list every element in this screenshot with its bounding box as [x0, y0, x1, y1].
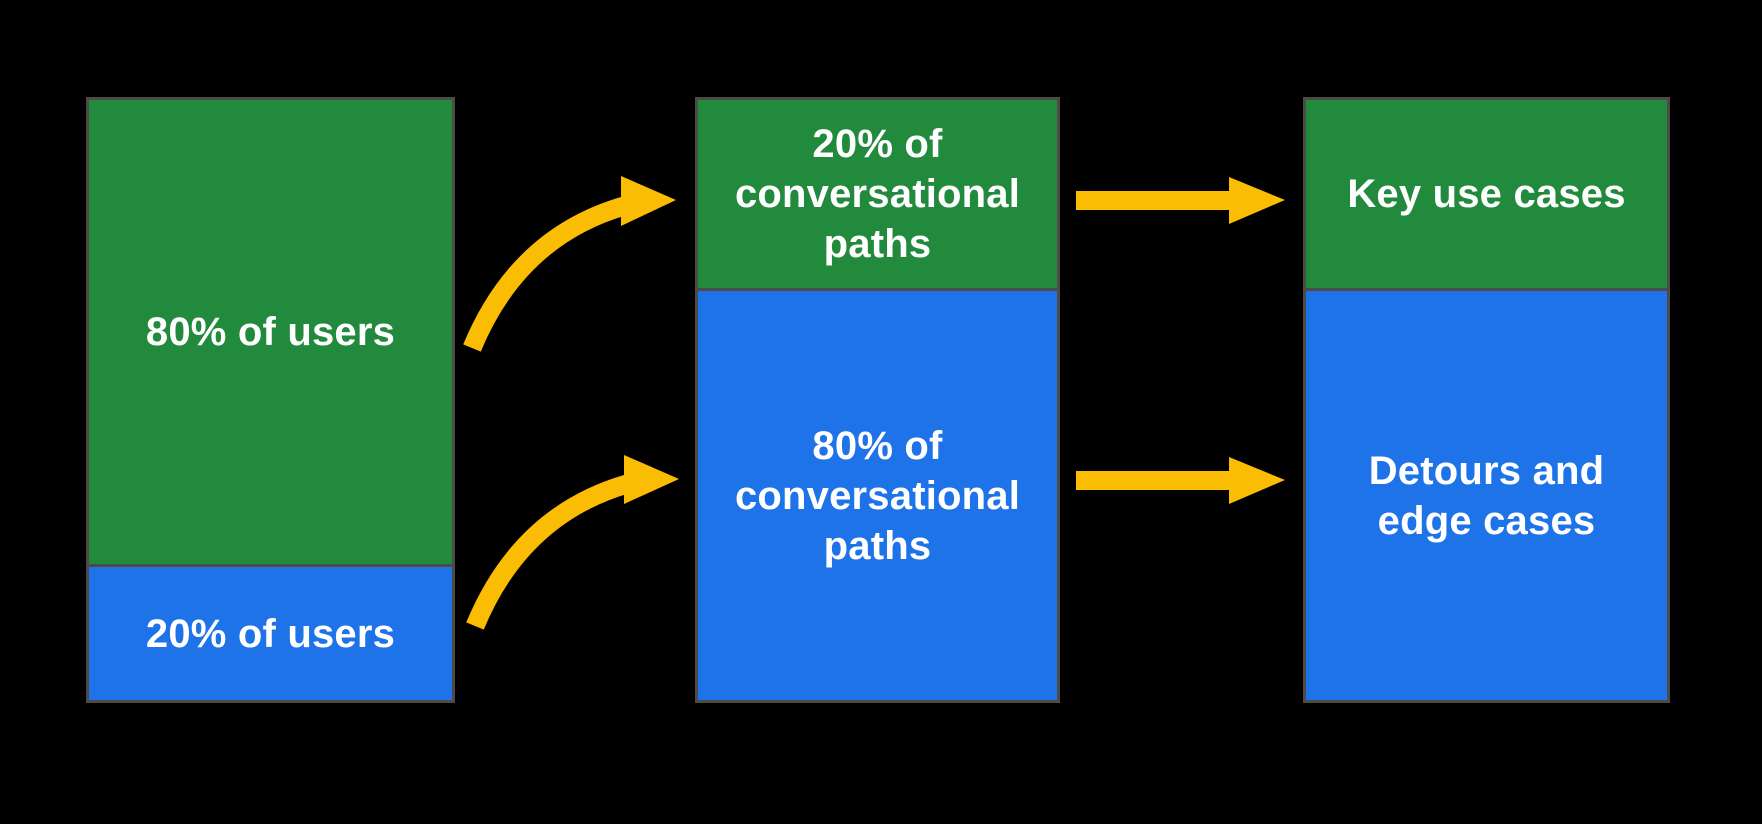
straight-arrow-top-head — [1229, 177, 1285, 224]
segment-detours-edge-cases-label: Detours and edge cases — [1368, 448, 1605, 543]
segment-key-use-cases-label: Key use cases — [1347, 172, 1626, 216]
straight-arrow-top-shaft — [1076, 191, 1229, 210]
curved-arrow-top-head — [621, 176, 676, 226]
segment-paths-minority: 20% of conversational paths — [695, 97, 1060, 291]
segment-users-majority: 80% of users — [86, 97, 455, 567]
segment-users-minority: 20% of users — [86, 564, 455, 703]
segment-detours-edge-cases: Detours and edge cases — [1303, 288, 1670, 703]
straight-arrow-bottom — [1076, 457, 1285, 504]
straight-arrow-bottom-head — [1229, 457, 1285, 504]
straight-arrow-top — [1076, 177, 1285, 224]
curved-arrow-bottom-head — [624, 455, 679, 504]
straight-arrow-bottom-shaft — [1076, 471, 1229, 490]
curved-arrow-bottom-shaft — [466, 474, 630, 630]
curved-arrow-bottom — [466, 455, 679, 630]
column-users: 80% of users 20% of users — [86, 97, 455, 703]
curved-arrow-top — [463, 176, 676, 352]
segment-paths-minority-label: 20% of conversational paths — [734, 122, 1021, 266]
column-conversational-paths: 20% of conversational paths 80% of conve… — [695, 97, 1060, 703]
segment-paths-majority-label: 80% of conversational paths — [734, 423, 1021, 568]
segment-paths-majority: 80% of conversational paths — [695, 288, 1060, 703]
segment-users-minority-label: 20% of users — [145, 611, 396, 656]
column-outcomes: Key use cases Detours and edge cases — [1303, 97, 1670, 703]
segment-key-use-cases: Key use cases — [1303, 97, 1670, 291]
segment-users-majority-label: 80% of users — [145, 310, 396, 354]
curved-arrow-top-shaft — [463, 196, 627, 352]
